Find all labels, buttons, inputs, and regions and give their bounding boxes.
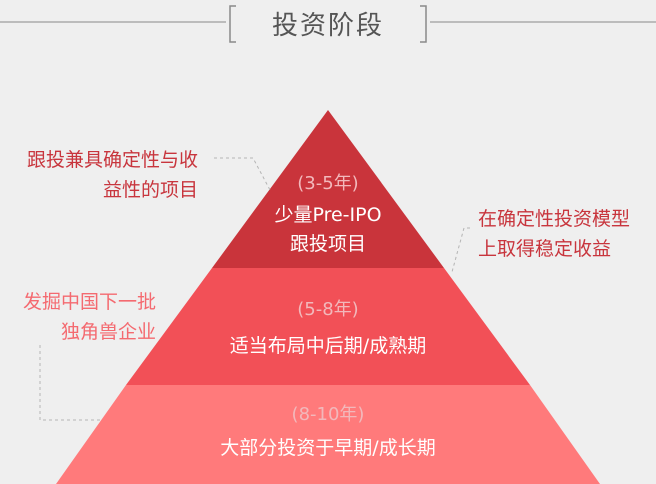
tier-middle-line1: 适当布局中后期/成熟期 [229, 335, 427, 357]
annotation-top-left-line2: 益性的项目 [102, 179, 198, 201]
pyramid-tier-bottom [56, 385, 600, 484]
annotation-mid-left-line1: 发掘中国下一批 [22, 291, 156, 313]
tier-middle-period: (5-8年) [297, 299, 359, 320]
annotation-top-left-line1: 跟投兼具确定性与收 [26, 149, 198, 171]
tier-bottom-line1: 大部分投资于早期/成长期 [220, 437, 436, 459]
annotation-mid-left-line2: 独角兽企业 [60, 321, 156, 343]
leader-line-top-right [451, 227, 470, 273]
leader-line-mid-left [39, 345, 102, 421]
tier-top-line2: 跟投项目 [289, 233, 366, 255]
header-bracket-left [229, 5, 236, 43]
annotation-top-right: 在确定性投资模型 上取得稳定收益 [478, 204, 630, 264]
tier-top-period: (3-5年) [297, 173, 359, 194]
header-bracket-right [420, 5, 427, 43]
pyramid-tier-middle [126, 268, 530, 385]
tier-top-line1: 少量Pre-IPO [274, 204, 382, 226]
page-title: 投资阶段 [271, 11, 384, 41]
annotation-top-right-line2: 上取得稳定收益 [478, 238, 612, 260]
tier-bottom-period: (8-10年) [291, 404, 365, 425]
annotation-mid-left: 发掘中国下一批 独角兽企业 [23, 287, 156, 347]
annotation-top-right-line1: 在确定性投资模型 [478, 208, 631, 230]
leader-line-top-left [214, 157, 271, 191]
annotation-top-left: 跟投兼具确定性与收 益性的项目 [27, 145, 198, 205]
pyramid-tier-top [212, 110, 444, 268]
